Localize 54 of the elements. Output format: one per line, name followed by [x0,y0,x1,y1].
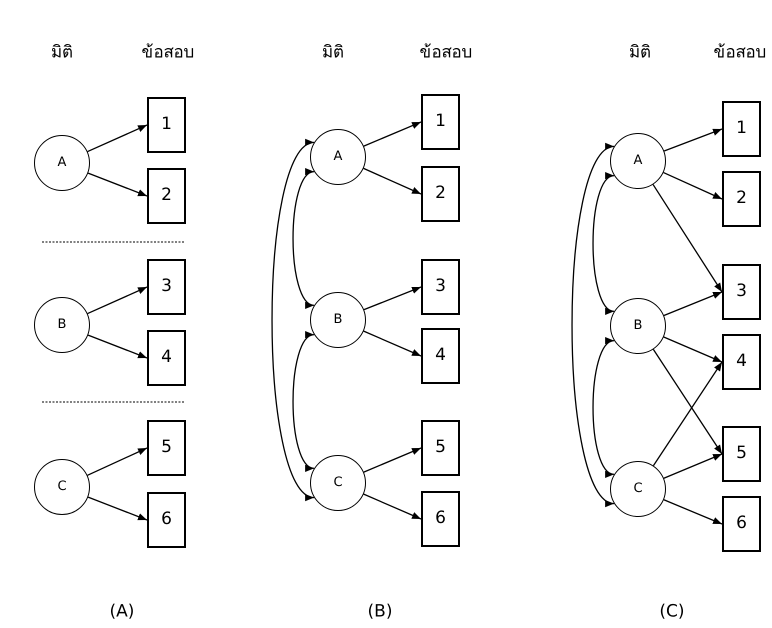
arrow [363,168,422,195]
arrow [592,175,614,312]
column-heading: ข้อสอบ [142,41,194,64]
panel-caption: (C) [659,600,685,624]
arrow [292,171,314,306]
arrow [363,330,422,357]
arrow [664,453,722,479]
item-box: 1 [722,101,761,157]
arrow [592,340,614,475]
arrow [652,349,723,454]
arrow [652,184,723,292]
item-box: 2 [421,166,460,222]
item-box: 1 [421,94,460,150]
item-box: 4 [147,330,186,386]
arrow [363,494,422,520]
item-box: 5 [722,426,761,482]
arrow [664,128,722,152]
panel-caption: (B) [368,600,392,624]
item-box: 4 [722,334,761,390]
panel-caption: (A) [110,600,134,624]
item-box: 3 [147,259,186,315]
arrow [664,291,722,316]
arrow [364,286,422,310]
column-heading: ข้อสอบ [714,41,766,64]
arrow [652,362,723,466]
column-heading: มิติ [322,41,344,64]
item-box: 5 [421,420,460,476]
arrow [88,334,148,359]
column-heading: มิติ [51,41,73,64]
item-box: 6 [147,492,186,548]
item-box: 2 [722,171,761,227]
arrow [87,124,148,152]
item-box: 3 [421,259,460,315]
item-box: 1 [147,97,186,153]
item-box: 3 [722,264,761,320]
arrow [364,447,422,473]
arrow [88,496,148,521]
arrow [571,146,614,504]
arrow [664,499,722,525]
item-box: 5 [147,420,186,476]
arrow [88,172,148,197]
arrow [87,447,148,476]
item-box: 6 [722,496,761,552]
arrow [271,142,314,498]
item-box: 6 [421,491,460,547]
column-heading: มิติ [629,41,651,64]
item-box: 4 [421,328,460,384]
item-box: 2 [147,168,186,224]
arrow [663,172,722,200]
arrow [663,336,722,363]
arrow [292,334,314,469]
arrow [87,286,148,314]
column-heading: ข้อสอบ [420,41,472,64]
arrow [364,121,422,147]
